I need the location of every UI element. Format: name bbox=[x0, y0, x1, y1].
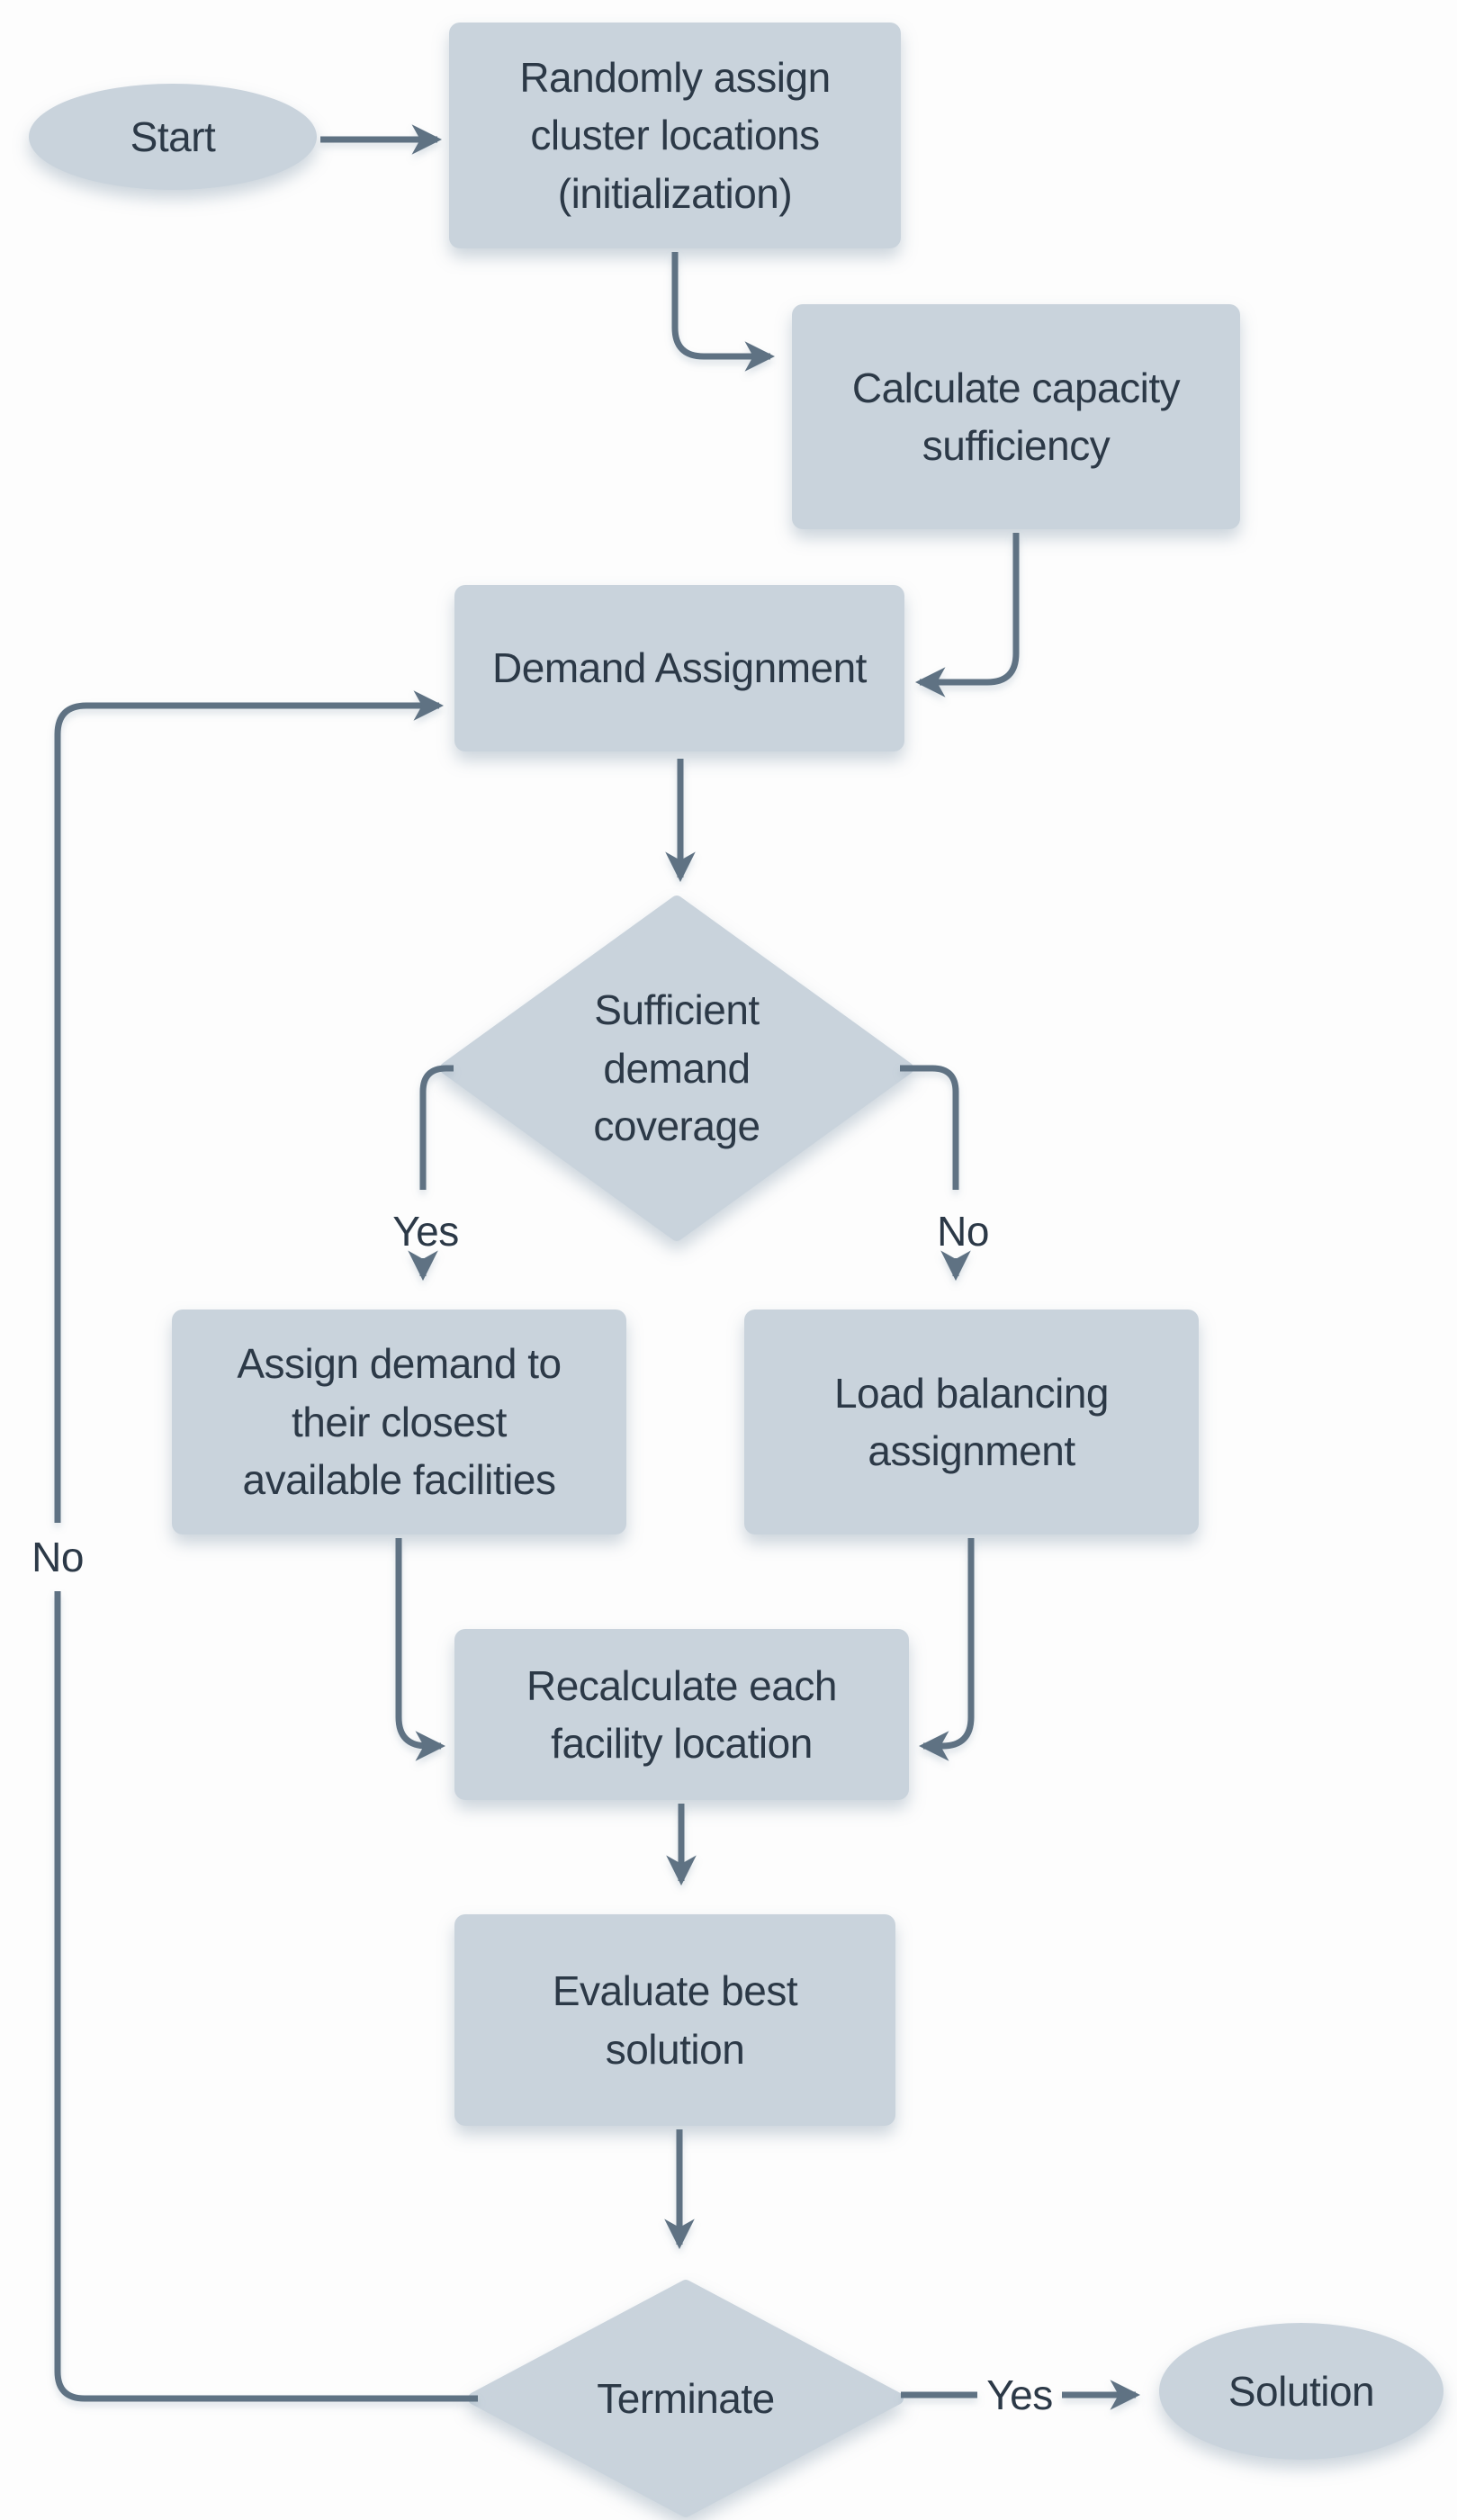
edge-terminate-no-loop-lower bbox=[54, 1591, 478, 2402]
edge-closest-to-recalculate bbox=[395, 1538, 446, 1761]
edge-init-to-capacity bbox=[671, 252, 776, 372]
terminate-decision-shape bbox=[468, 2280, 904, 2517]
edge-terminate-no-loop-upper bbox=[54, 690, 445, 1523]
recalculate-node-shape bbox=[454, 1629, 909, 1800]
balancing-node-shape bbox=[744, 1310, 1199, 1534]
node-shapes bbox=[29, 22, 1444, 2517]
edge-balancing-to-recalculate bbox=[918, 1538, 975, 1761]
edge-capacity-to-demand bbox=[914, 533, 1020, 698]
evaluate-node-shape bbox=[454, 1914, 895, 2126]
connectors bbox=[54, 124, 1141, 2410]
closest-node-shape bbox=[172, 1310, 626, 1534]
start-node-shape bbox=[29, 84, 317, 190]
solution-node-shape bbox=[1159, 2323, 1444, 2460]
demand-node-shape bbox=[454, 585, 904, 752]
edge-coverage-no-elbow bbox=[900, 1065, 959, 1190]
edge-coverage-yes-elbow bbox=[419, 1065, 454, 1190]
init-node-shape bbox=[449, 22, 901, 248]
capacity-node-shape bbox=[792, 304, 1240, 529]
coverage-decision-shape bbox=[440, 896, 913, 1241]
